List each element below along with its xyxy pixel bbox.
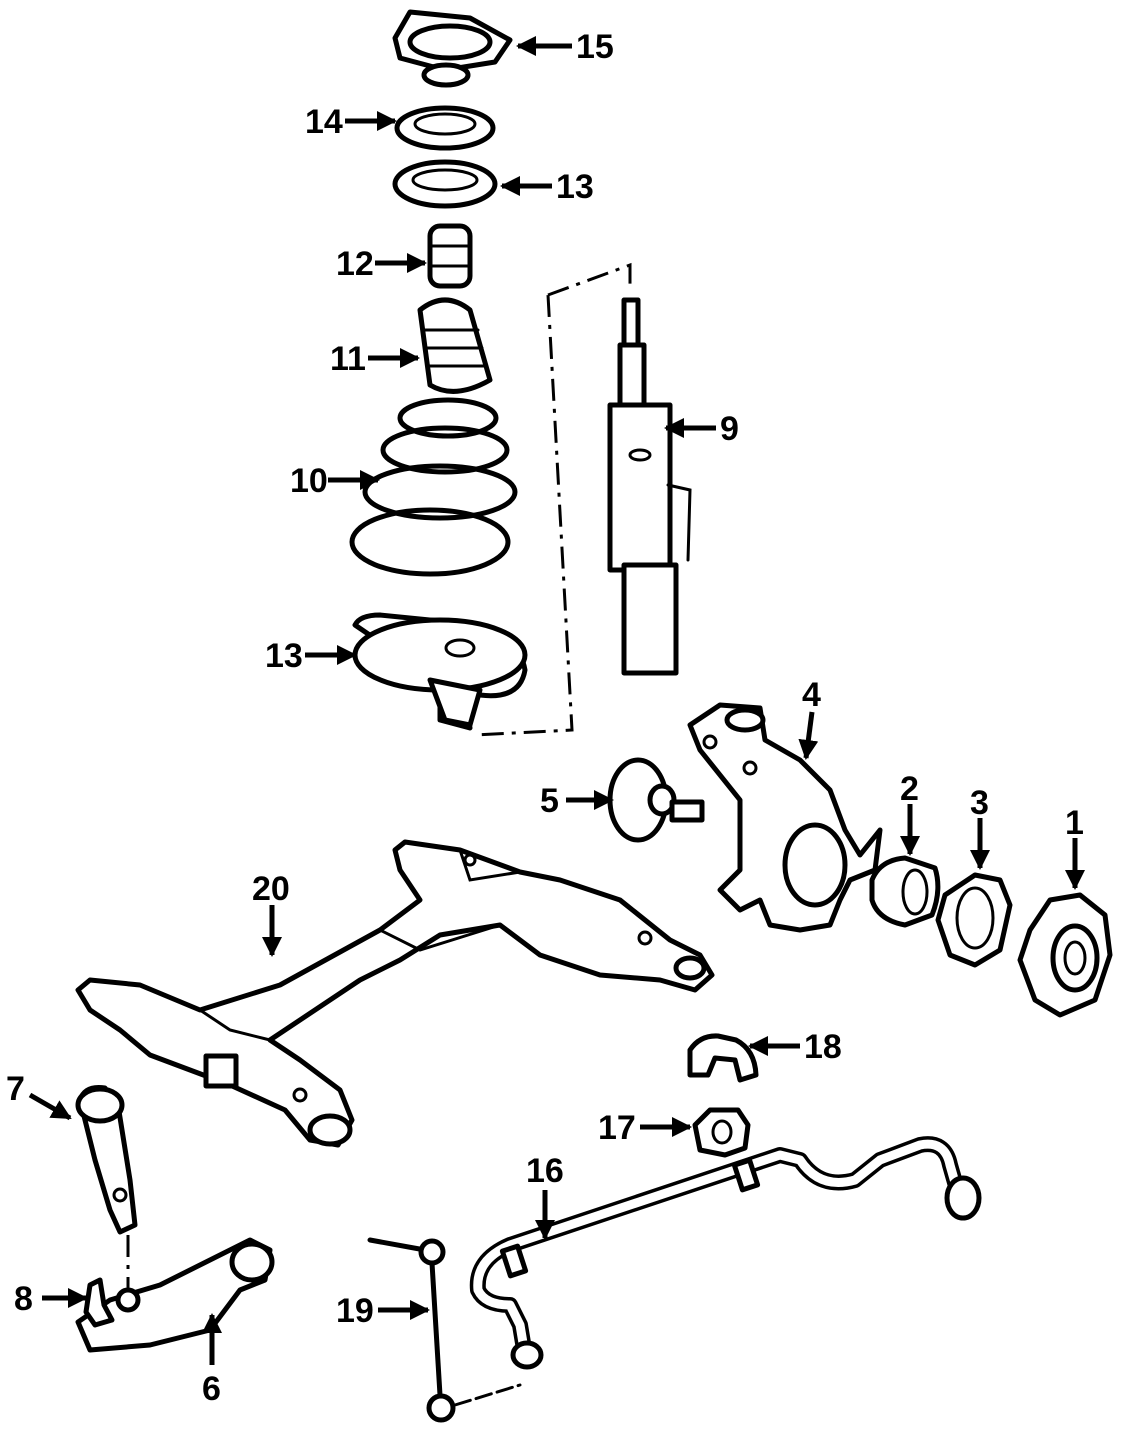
bump-stop xyxy=(427,223,473,289)
splash-shield xyxy=(935,872,1013,968)
leader-arrows xyxy=(28,36,1085,1365)
lower-spring-seat xyxy=(352,612,528,731)
coil-spring xyxy=(349,397,518,577)
callout-18: 18 xyxy=(804,1028,842,1066)
wheel-speed-ring xyxy=(607,757,705,843)
strut-mount xyxy=(392,9,513,88)
callout-16: 16 xyxy=(526,1152,564,1190)
control-arm-link xyxy=(75,1085,138,1290)
callout-4: 4 xyxy=(802,676,821,714)
crossmember xyxy=(75,839,715,1148)
callout-3: 3 xyxy=(970,784,989,822)
stabilizer-bushing xyxy=(692,1107,751,1158)
assembly-bracket-line xyxy=(474,262,632,737)
callout-12: 12 xyxy=(336,245,374,283)
callout-13-upper: 13 xyxy=(556,168,594,206)
stabilizer-bracket xyxy=(687,1033,759,1083)
callout-14: 14 xyxy=(305,103,343,141)
callout-13-lower: 13 xyxy=(265,637,303,675)
callout-15: 15 xyxy=(576,28,614,66)
callout-11: 11 xyxy=(330,340,366,378)
wheel-bearing xyxy=(869,855,941,928)
callout-7: 7 xyxy=(6,1070,25,1108)
lower-control-arm xyxy=(75,1237,275,1353)
strut-bearing xyxy=(394,105,496,151)
ball-joint xyxy=(83,1277,115,1328)
callout-19: 19 xyxy=(336,1292,374,1330)
callout-2: 2 xyxy=(900,770,919,808)
callout-8: 8 xyxy=(14,1280,33,1318)
callout-labels: 15 14 13 12 11 10 9 13 4 5 2 3 1 20 18 7… xyxy=(6,28,1084,1408)
callout-9: 9 xyxy=(720,410,739,448)
callout-6: 6 xyxy=(202,1370,221,1408)
dust-boot xyxy=(417,297,493,394)
stabilizer-bar xyxy=(469,1136,982,1370)
callout-17: 17 xyxy=(598,1109,636,1147)
wheel-hub xyxy=(1017,892,1113,1018)
callout-20: 20 xyxy=(252,870,290,908)
callout-1: 1 xyxy=(1065,804,1084,842)
upper-spring-insulator xyxy=(392,159,498,209)
steering-knuckle xyxy=(687,702,883,933)
callout-5: 5 xyxy=(540,782,559,820)
callout-10: 10 xyxy=(290,462,328,500)
stabilizer-link xyxy=(367,1237,522,1423)
shock-absorber xyxy=(607,297,692,676)
